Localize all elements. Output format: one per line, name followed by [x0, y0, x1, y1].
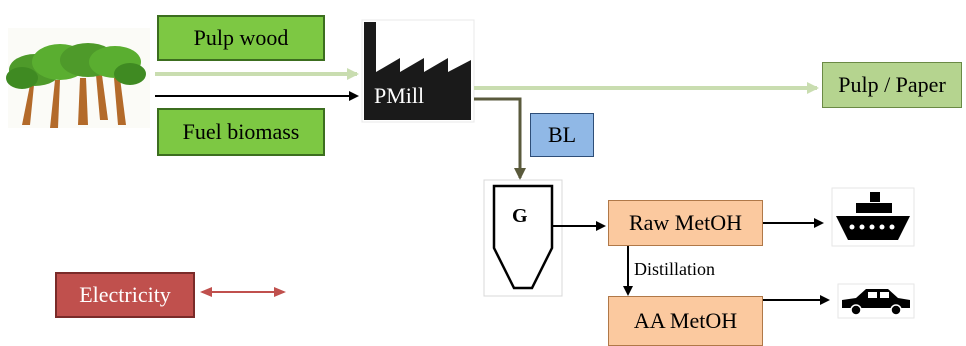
factory-icon [361, 19, 475, 123]
aa-methanol-label: AA MetOH [633, 308, 738, 333]
diagram-canvas [6, 19, 915, 319]
electricity-box: Electricity [55, 272, 195, 318]
raw-methanol-box: Raw MetOH [608, 200, 763, 246]
pulp-mill-label: PMill [374, 83, 425, 108]
trees-icon [6, 28, 150, 128]
pulp-wood-label: Pulp wood [193, 25, 289, 50]
black-liquor-arrow [474, 97, 526, 180]
electricity-label: Electricity [79, 282, 171, 307]
pulp-paper-label: Pulp / Paper [838, 72, 946, 97]
distillation-label: Distillation [634, 259, 715, 279]
pulp-wood-box: Pulp wood [157, 15, 325, 61]
fuel-biomass-box: Fuel biomass [157, 108, 325, 156]
raw-methanol-label: Raw MetOH [628, 210, 743, 235]
black-liquor-label: BL [547, 122, 577, 147]
gasifier-icon [483, 179, 563, 297]
aa-methanol-box: AA MetOH [608, 296, 763, 346]
black-liquor-box: BL [530, 113, 594, 157]
fuel-biomass-label: Fuel biomass [182, 119, 300, 144]
gasifier-label: G [512, 205, 528, 227]
pulp-paper-box: Pulp / Paper [822, 62, 962, 108]
ship-icon [831, 187, 915, 247]
car-icon [837, 283, 915, 319]
